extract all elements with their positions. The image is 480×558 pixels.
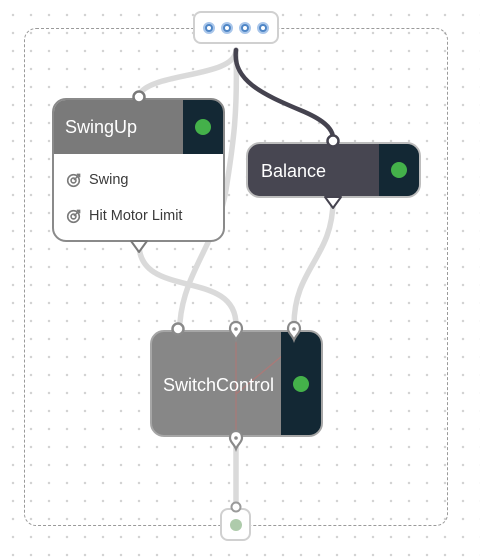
exit-port-icon[interactable]: [229, 518, 242, 531]
status-indicator-icon: [195, 119, 211, 135]
wire-swingup-to-switch: [136, 241, 239, 328]
wire-entry-to-balance: [233, 47, 336, 141]
switch-input-port-balance[interactable]: [286, 320, 302, 343]
swingup-output-port[interactable]: [130, 240, 148, 253]
switch-input-port[interactable]: [171, 322, 185, 336]
switch-input-port-swingup[interactable]: [228, 320, 244, 343]
behavior-node-balance[interactable]: Balance: [246, 142, 421, 198]
entry-port-icon[interactable]: [221, 21, 233, 34]
node-title: SwingUp: [65, 117, 138, 137]
condition-item[interactable]: Hit Motor Limit: [66, 206, 182, 226]
status-panel: [379, 144, 419, 196]
behavior-node-switchcontrol[interactable]: SwitchControl: [150, 330, 323, 437]
node-title: SwitchControl: [163, 375, 275, 395]
entry-port-icon[interactable]: [239, 21, 251, 34]
switch-output-port[interactable]: [228, 429, 244, 452]
target-icon: [66, 209, 81, 223]
status-panel: [183, 100, 223, 154]
entry-port-icon[interactable]: [203, 21, 215, 34]
condition-label: Swing: [89, 172, 129, 188]
node-header: SwingUp: [54, 100, 223, 154]
balance-output-port[interactable]: [324, 196, 342, 209]
status-panel: [281, 332, 321, 435]
swingup-input-port[interactable]: [132, 90, 146, 104]
target-icon: [66, 173, 81, 187]
status-indicator-icon: [391, 162, 407, 178]
condition-item[interactable]: Swing: [66, 170, 129, 190]
wire-entry-to-switch-left: [177, 47, 240, 325]
entry-port-icon[interactable]: [257, 21, 269, 34]
wire-entry-to-swingup: [136, 47, 239, 98]
exit-node[interactable]: [220, 508, 251, 541]
entry-node[interactable]: [193, 11, 279, 44]
exit-input-port[interactable]: [230, 501, 242, 513]
wire-balance-to-switch: [291, 197, 336, 328]
balance-input-port[interactable]: [326, 134, 340, 148]
node-title: Balance: [261, 161, 327, 181]
condition-label: Hit Motor Limit: [89, 208, 183, 224]
behavior-node-swingup[interactable]: SwingUp Swing Hit Motor Limit: [52, 98, 225, 242]
status-indicator-icon: [293, 375, 309, 392]
